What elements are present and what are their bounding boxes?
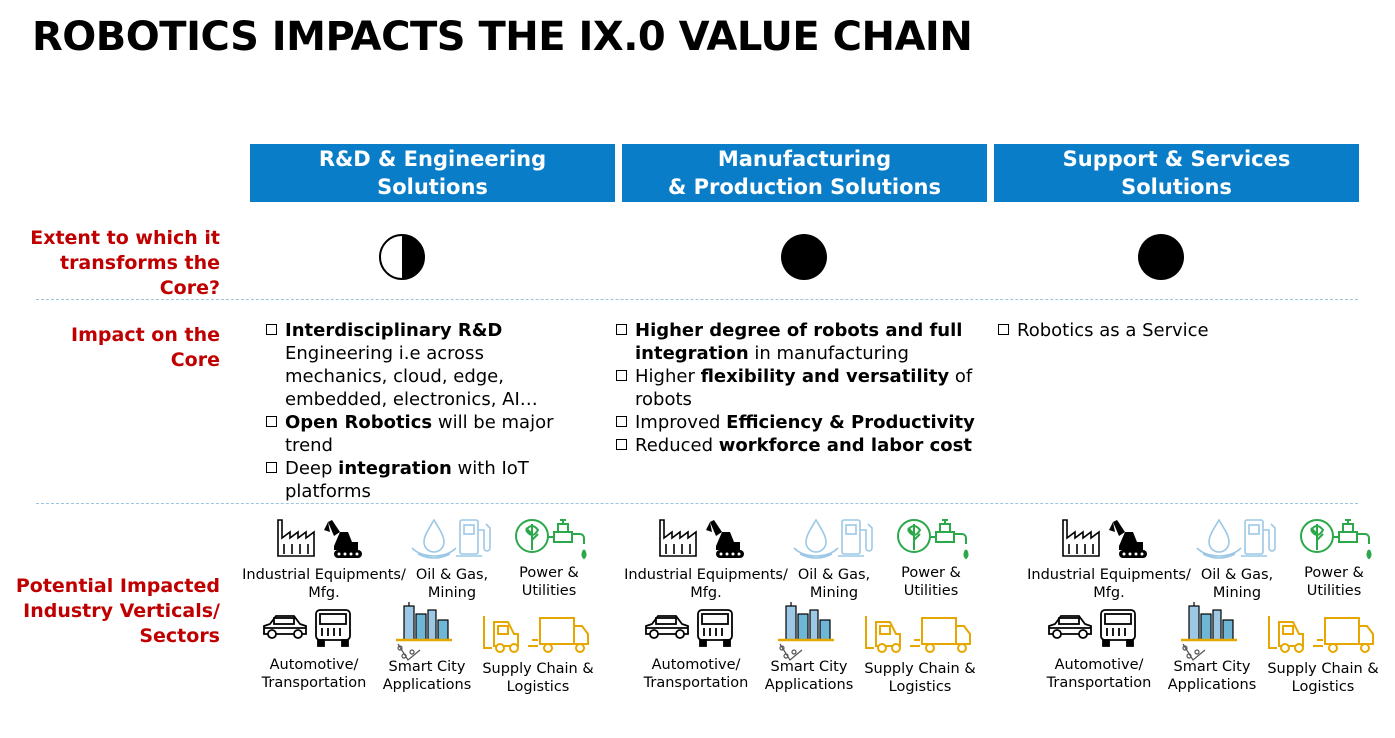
oil-gas-icon — [1193, 516, 1283, 565]
impact-text: Deep — [285, 458, 339, 479]
city-icon — [776, 600, 836, 669]
car-truck-icon — [642, 604, 738, 653]
impact-list-support: Robotics as a Service — [998, 319, 1338, 342]
factory-excavator-icon — [274, 516, 370, 565]
impact-item: Deep integration with IoT platforms — [266, 457, 566, 503]
sector-label: Automotive/ Transportation — [261, 657, 367, 691]
sector-label: Supply Chain & Logistics — [482, 661, 594, 695]
impact-item: Higher degree of robots and full integra… — [616, 319, 981, 365]
impact-item: Improved Efficiency & Productivity — [616, 411, 981, 434]
sector-group-rd: Industrial Equipments/ Mfg. Oil & Gas, M… — [242, 512, 604, 712]
power-utilities-icon — [1297, 516, 1375, 569]
checkbox-bullet-icon — [266, 462, 277, 473]
checkbox-bullet-icon — [266, 324, 277, 335]
half-harvey-ball-icon — [379, 234, 425, 280]
impact-list-manufacturing: Higher degree of robots and full integra… — [616, 319, 981, 457]
sector-label: Industrial Equipments/ Mfg. — [624, 567, 788, 601]
row-label-extent: Extent to which it transforms the Core? — [30, 227, 220, 299]
power-utilities-icon — [512, 516, 590, 569]
impact-text: Engineering i.e across mechanics, cloud,… — [285, 343, 538, 410]
impact-text: flexibility and versatility — [700, 366, 950, 387]
impact-list-rd: Interdisciplinary R&D Engineering i.e ac… — [266, 319, 566, 503]
sector-label: Oil & Gas, Mining — [415, 567, 489, 601]
impact-text: Interdisciplinary R&D — [285, 320, 503, 341]
factory-excavator-icon — [656, 516, 752, 565]
impact-text: workforce and labor cost — [718, 435, 972, 456]
impact-item: Higher flexibility and versatility of ro… — [616, 365, 981, 411]
checkbox-bullet-icon — [616, 439, 627, 450]
sector-label: Smart City Applications — [382, 659, 472, 693]
header-rd-engineering: R&D & Engineering Solutions — [250, 144, 615, 202]
sector-label: Oil & Gas, Mining — [797, 567, 871, 601]
header-manufacturing: Manufacturing & Production Solutions — [622, 144, 987, 202]
impact-text: of robots — [635, 366, 973, 410]
full-harvey-ball-icon — [781, 234, 827, 280]
impact-text: Robotics as a Service — [1017, 320, 1209, 341]
divider — [36, 299, 1358, 300]
impact-text: Higher degree of robots and full integra… — [635, 320, 963, 364]
impact-text: with IoT platforms — [285, 458, 529, 502]
forklift-truck-icon — [480, 612, 592, 661]
impact-text: Open Robotics — [285, 412, 433, 433]
sector-group-support: Industrial Equipments/ Mfg. Oil & Gas, M… — [1027, 512, 1389, 712]
sector-label: Industrial Equipments/ Mfg. — [242, 567, 406, 601]
header-label: Support & Services Solutions — [1062, 147, 1291, 199]
oil-gas-icon — [790, 516, 880, 565]
impact-text: Efficiency & Productivity — [726, 412, 975, 433]
row-label-impact: Impact on the Core — [71, 324, 220, 371]
oil-gas-icon — [408, 516, 498, 565]
sector-label: Automotive/ Transportation — [643, 657, 749, 691]
car-truck-icon — [1045, 604, 1141, 653]
checkbox-bullet-icon — [616, 370, 627, 381]
sector-label: Industrial Equipments/ Mfg. — [1027, 567, 1191, 601]
sector-label: Power & Utilities — [901, 565, 961, 599]
factory-excavator-icon — [1059, 516, 1155, 565]
impact-item: Reduced workforce and labor cost — [616, 434, 981, 457]
row-label-sectors: Potential Impacted Industry Verticals/ S… — [15, 575, 220, 647]
checkbox-bullet-icon — [616, 324, 627, 335]
forklift-truck-icon — [1265, 612, 1377, 661]
city-icon — [1179, 600, 1239, 669]
car-truck-icon — [260, 604, 356, 653]
impact-item: Open Robotics will be major trend — [266, 411, 566, 457]
page-title: ROBOTICS IMPACTS THE IX.0 VALUE CHAIN — [32, 14, 973, 60]
impact-text: will be major trend — [285, 412, 554, 456]
sector-label: Oil & Gas, Mining — [1200, 567, 1274, 601]
sector-label: Smart City Applications — [764, 659, 854, 693]
city-icon — [394, 600, 454, 669]
impact-text: in manufacturing — [748, 343, 909, 364]
checkbox-bullet-icon — [266, 416, 277, 427]
divider — [36, 503, 1358, 504]
sector-label: Smart City Applications — [1167, 659, 1257, 693]
impact-item: Robotics as a Service — [998, 319, 1338, 342]
header-label: Manufacturing & Production Solutions — [668, 147, 941, 199]
impact-text: Improved — [635, 412, 727, 433]
header-support-services: Support & Services Solutions — [994, 144, 1359, 202]
sector-group-manufacturing: Industrial Equipments/ Mfg. Oil & Gas, M… — [624, 512, 986, 712]
full-harvey-ball-icon — [1138, 234, 1184, 280]
impact-text: integration — [338, 458, 452, 479]
sector-label: Power & Utilities — [1304, 565, 1364, 599]
forklift-truck-icon — [862, 612, 974, 661]
sector-label: Automotive/ Transportation — [1046, 657, 1152, 691]
impact-item: Interdisciplinary R&D Engineering i.e ac… — [266, 319, 566, 411]
power-utilities-icon — [894, 516, 972, 569]
checkbox-bullet-icon — [616, 416, 627, 427]
impact-text: Higher — [635, 366, 701, 387]
header-label: R&D & Engineering Solutions — [318, 147, 547, 199]
checkbox-bullet-icon — [998, 324, 1009, 335]
sector-label: Supply Chain & Logistics — [864, 661, 976, 695]
impact-text: Reduced — [635, 435, 719, 456]
sector-label: Supply Chain & Logistics — [1267, 661, 1379, 695]
sector-label: Power & Utilities — [519, 565, 579, 599]
